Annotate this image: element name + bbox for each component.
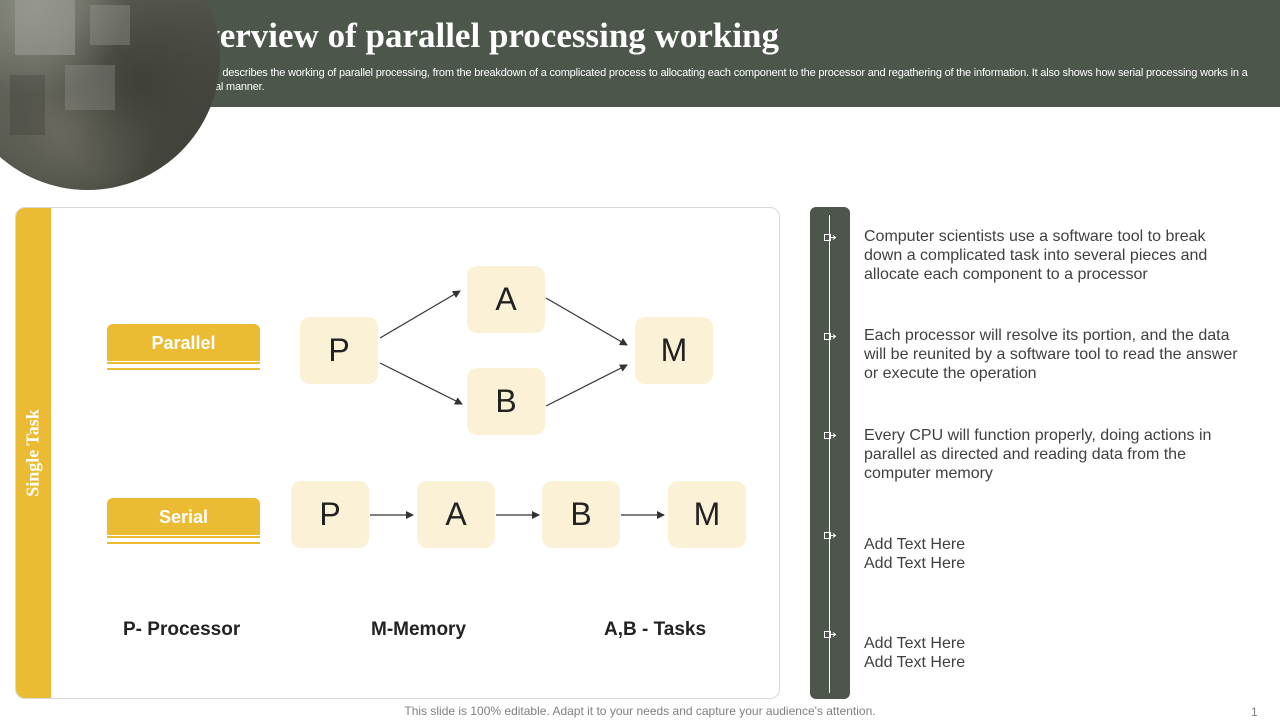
arrow-right-icon <box>824 432 836 439</box>
serial-task-b-box: B <box>542 481 620 548</box>
parallel-task-a-box: A <box>467 266 545 333</box>
footer-note: This slide is 100% editable. Adapt it to… <box>404 704 876 718</box>
parallel-processor-box: P <box>300 317 378 384</box>
timeline-line <box>829 215 830 693</box>
serial-tag: Serial <box>107 498 260 539</box>
page-number: 1 <box>1251 705 1258 719</box>
arrow-right-icon <box>824 234 836 241</box>
parallel-underline <box>107 368 260 370</box>
arrow-right-icon <box>824 333 836 340</box>
serial-task-a-box: A <box>417 481 495 548</box>
serial-label: Serial <box>158 507 209 527</box>
header-photo <box>0 0 220 190</box>
serial-processor-box: P <box>291 481 369 548</box>
parallel-tag: Parallel <box>107 324 260 365</box>
page-subtitle: This slide describes the working of para… <box>175 67 1248 93</box>
serial-underline <box>107 542 260 544</box>
timeline-bar <box>810 207 850 699</box>
arrow-right-icon <box>824 631 836 638</box>
side-label: Single Task <box>22 409 43 497</box>
timeline-point-2: Each processor will resolve its portion,… <box>864 327 1238 382</box>
legend-processor: P- Processor <box>123 619 241 640</box>
parallel-label: Parallel <box>151 333 216 353</box>
timeline-point-3: Every CPU will function properly, doing … <box>864 427 1212 482</box>
timeline-point-5: Add Text Here Add Text Here <box>864 635 966 671</box>
page-title: Overview of parallel processing working <box>175 16 780 55</box>
legend-tasks: A,B - Tasks <box>604 619 707 640</box>
parallel-memory-box: M <box>635 317 713 384</box>
timeline-point-1: Computer scientists use a software tool … <box>864 228 1208 283</box>
side-bar <box>16 208 51 698</box>
diagram-panel: Single Task <box>15 207 780 699</box>
serial-memory-box: M <box>668 481 746 548</box>
parallel-task-b-box: B <box>467 368 545 435</box>
timeline-point-4: Add Text Here Add Text Here <box>864 536 966 572</box>
arrow-right-icon <box>824 532 836 539</box>
legend-memory: M-Memory <box>371 619 467 640</box>
